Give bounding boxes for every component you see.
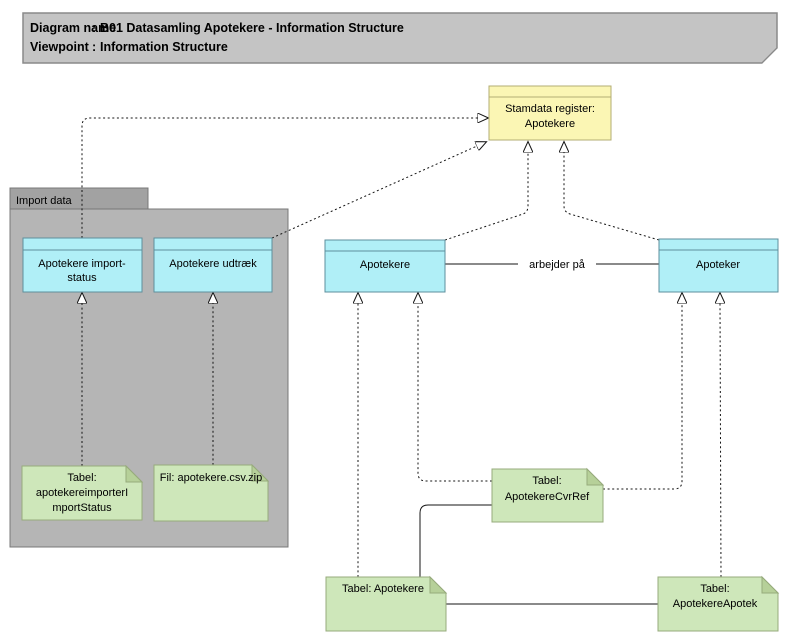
- diagram-title-box: Diagram name : B01 Datasamling Apotekere…: [22, 12, 779, 66]
- node-label-line: Apotekere: [360, 259, 410, 271]
- node-label-line: Apoteker: [696, 259, 740, 271]
- note-shape: [491, 468, 604, 523]
- title-row-label: Diagram name: [30, 21, 116, 35]
- note-fold-corner: [125, 464, 144, 483]
- note-tabel-apotekereimporterimportstatus[interactable]: Tabel: apotekereimporterI mportStatus: [21, 464, 144, 521]
- note-shape: [657, 576, 779, 632]
- note-shape: [325, 576, 447, 632]
- node-label-line: status: [67, 272, 97, 284]
- note-fold-corner: [251, 463, 270, 482]
- title-row-value: B01 Datasamling Apotekere - Information …: [100, 21, 404, 35]
- title-row-separator: :: [92, 21, 96, 35]
- node-apotekere[interactable]: Apotekere: [324, 239, 446, 293]
- realization-apotekere-to-stamdata[interactable]: [444, 152, 528, 241]
- relation-label: arbejder på: [529, 259, 586, 271]
- note-tabel-apotekerecvrref[interactable]: Tabel: ApotekereCvrRef: [491, 467, 605, 523]
- note-label-line: mportStatus: [52, 502, 112, 514]
- note-shape: [153, 464, 269, 522]
- node-label-line: Apotekere: [525, 118, 575, 130]
- group-label: Import data: [16, 195, 73, 207]
- note-label-line: ApotekereApotek: [673, 598, 758, 610]
- viewpoint-row-label: Viewpoint: [30, 40, 90, 54]
- association-label-arbejder-paa: arbejder på: [518, 257, 596, 271]
- note-fold-corner: [761, 575, 780, 594]
- node-body: [153, 237, 273, 293]
- node-body: [22, 237, 143, 293]
- note-label-line: apotekereimporterI: [36, 487, 128, 499]
- node-apotekere-udtraek[interactable]: Apotekere udtræk: [153, 237, 273, 293]
- realization-tabel-apotek-to-apoteker[interactable]: [720, 303, 721, 578]
- association-tabel-apotekere-cvrref[interactable]: [419, 504, 492, 577]
- node-label-line: Apotekere udtræk: [169, 258, 257, 270]
- realization-import-status-to-stamdata[interactable]: [81, 118, 478, 238]
- node-body: [658, 238, 779, 293]
- label-background: [518, 257, 596, 271]
- realization-cvrref-to-apoteker[interactable]: [603, 303, 682, 490]
- note-fil-apotekere-csv-zip[interactable]: Fil: apotekere.csv.zip: [153, 463, 270, 522]
- note-shape: [21, 465, 143, 521]
- node-apotekere-import-status[interactable]: Apotekere import- status: [22, 237, 143, 293]
- title-box-fold-highlight: [762, 48, 779, 66]
- realization-apoteker-to-stamdata[interactable]: [564, 152, 660, 241]
- note-label-line: Tabel:: [532, 475, 561, 487]
- note-label-line: Tabel:: [67, 472, 96, 484]
- node-label-line: Apotekere import-: [38, 258, 126, 270]
- realization-udtraek-to-stamdata[interactable]: [271, 146, 477, 239]
- node-body: [324, 239, 446, 293]
- note-fold-corner: [586, 467, 605, 486]
- node-body: [488, 85, 612, 141]
- note-label-line: Fil: apotekere.csv.zip: [160, 472, 263, 484]
- realization-cvrref-to-apotekere[interactable]: [418, 303, 492, 482]
- note-tabel-apotekereapotek[interactable]: Tabel: ApotekereApotek: [657, 575, 780, 632]
- node-apoteker[interactable]: Apoteker: [658, 238, 779, 293]
- note-label-line: Tabel: Apotekere: [342, 583, 424, 595]
- note-tabel-apotekere[interactable]: Tabel: Apotekere: [325, 575, 448, 632]
- node-label-line: Stamdata register:: [505, 103, 595, 115]
- note-label-line: Tabel:: [700, 583, 729, 595]
- note-fold-corner: [429, 575, 448, 594]
- viewpoint-row-value: Information Structure: [100, 40, 228, 54]
- title-box-shape: [22, 12, 778, 64]
- node-stamdata-register[interactable]: Stamdata register: Apotekere: [488, 85, 612, 141]
- note-label-line: ApotekereCvrRef: [505, 491, 590, 503]
- viewpoint-row-separator: :: [92, 40, 96, 54]
